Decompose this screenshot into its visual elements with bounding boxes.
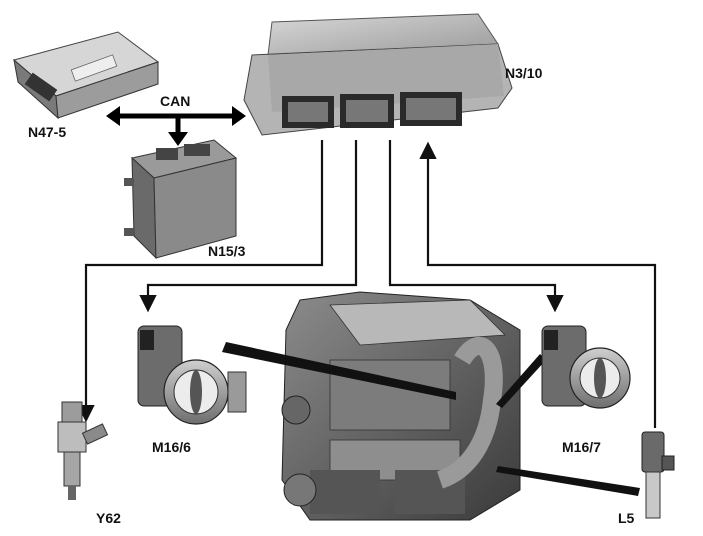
throttle-valve-left xyxy=(137,325,247,425)
gearbox-control-unit xyxy=(12,31,160,120)
wire-to-m16-6 xyxy=(139,140,358,313)
control-module-label: N15/3 xyxy=(208,243,246,259)
gearbox-ecu-label: N47-5 xyxy=(28,124,66,140)
injector xyxy=(57,401,109,500)
engine-ecu-label: N3/10 xyxy=(505,65,543,81)
position-sensor xyxy=(641,431,675,519)
transmission-control-module xyxy=(124,139,238,260)
sensor-label: L5 xyxy=(618,510,635,526)
signal-wires xyxy=(77,140,657,428)
wire-to-y62 xyxy=(77,140,324,423)
can-bus xyxy=(106,106,246,146)
throttle-right-label: M16/7 xyxy=(562,439,601,455)
can-bus-label: CAN xyxy=(160,93,190,109)
injector-label: Y62 xyxy=(96,510,121,526)
throttle-valve-right xyxy=(541,325,631,409)
wire-to-m16-7 xyxy=(388,140,564,313)
wire-from-l5 xyxy=(419,141,657,428)
engine-control-unit xyxy=(243,13,513,136)
engine xyxy=(281,291,521,521)
throttle-left-label: M16/6 xyxy=(152,439,191,455)
pointer-lines xyxy=(222,342,640,496)
